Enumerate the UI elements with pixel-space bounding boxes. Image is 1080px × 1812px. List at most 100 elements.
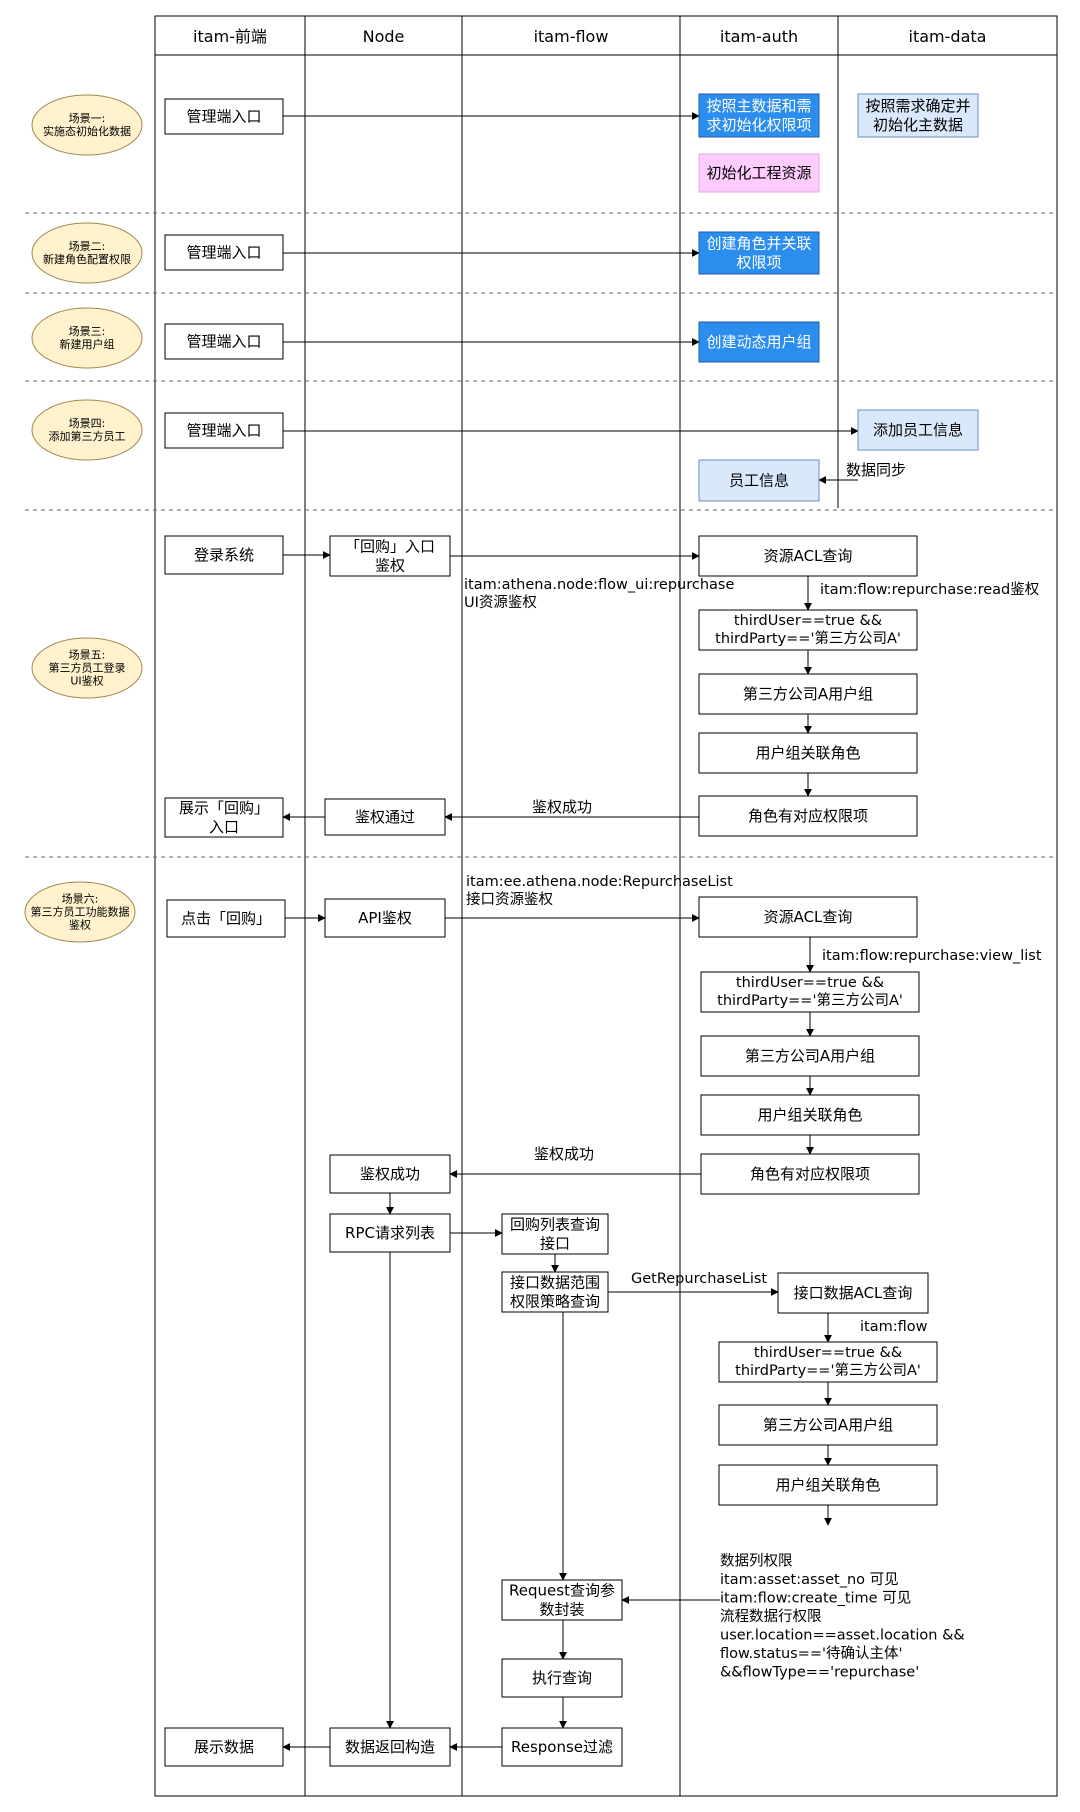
node-text: 第三方公司A用户组 (743, 685, 873, 703)
scene-label-text-line: 第三方员工功能数据 (31, 905, 130, 919)
scene-label-text-line: 场景三: (69, 324, 106, 338)
node-text-line: 资源ACL查询 (764, 908, 853, 926)
node-text: 回购列表查询接口 (510, 1216, 600, 1253)
node-text-line: Request查询参 (509, 1582, 615, 1600)
label-get-list-line: GetRepurchaseList (631, 1271, 767, 1287)
node-text: 管理端入口 (186, 244, 261, 262)
node-s4-emp: 员工信息 (698, 459, 820, 502)
node-s6-resp: Response过滤 (501, 1727, 623, 1767)
node-s6-acl: 资源ACL查询 (698, 896, 918, 938)
node-s5-cond: thirdUser==true &&thirdParty=='第三方公司A' (698, 609, 918, 651)
label-ui-res-line: UI资源鉴权 (464, 594, 537, 611)
scene-label: 场景二:新建角色配置权限 (31, 222, 143, 284)
node-text: 鉴权成功 (360, 1165, 420, 1183)
node-text: 管理端入口 (186, 333, 261, 351)
node-text-line: 求初始化权限项 (706, 116, 811, 134)
scene-label-text-line: 场景四: (69, 416, 106, 430)
node-s6-exec: 执行查询 (501, 1658, 623, 1698)
label-sync: 数据同步 (846, 461, 906, 479)
scene-label-text: 场景一:实施态初始化数据 (43, 111, 131, 138)
node-s5-perm: 角色有对应权限项 (698, 795, 918, 837)
node-s6-group2: 第三方公司A用户组 (718, 1404, 938, 1446)
node-s5-login: 登录系统 (164, 535, 284, 575)
node-text-line: thirdUser==true && (736, 975, 884, 991)
node-s6-rpc: RPC请求列表 (329, 1213, 451, 1253)
node-s6-dacl: 接口数据ACL查询 (777, 1272, 929, 1314)
node-text: 按照需求确定并初始化主数据 (865, 97, 970, 134)
node-text-line: 点击「回购」 (181, 910, 271, 928)
node-s2-entry: 管理端入口 (164, 234, 284, 271)
node-text: 角色有对应权限项 (750, 1165, 870, 1183)
node-text-line: 第三方公司A用户组 (743, 685, 873, 703)
scene-label-text-line: 新建角色配置权限 (43, 252, 131, 266)
node-s5-node: 「回购」入口鉴权 (329, 535, 451, 577)
node-text: 管理端入口 (186, 108, 261, 126)
node-text: 展示「回购」入口 (179, 799, 269, 836)
node-text: 用户组关联角色 (757, 1106, 862, 1124)
label-api-res-line: 接口资源鉴权 (466, 891, 553, 908)
node-text-line: 「回购」入口 (345, 538, 435, 556)
label-read-perm-line: itam:flow:repurchase:read鉴权 (820, 581, 1040, 598)
node-text-line: 鉴权成功 (360, 1165, 420, 1183)
node-text: 第三方公司A用户组 (763, 1416, 893, 1434)
node-text-line: 执行查询 (532, 1669, 592, 1687)
node-text-line: thirdParty=='第三方公司A' (717, 991, 903, 1009)
node-s6-cond2: thirdUser==true &&thirdParty=='第三方公司A' (718, 1341, 938, 1383)
node-text-line: 资源ACL查询 (764, 547, 853, 565)
node-text-line: 权限策略查询 (510, 1292, 600, 1310)
node-s1-auth: 按照主数据和需求初始化权限项 (698, 93, 820, 138)
node-text-line: 创建动态用户组 (706, 333, 811, 351)
node-s5-role: 用户组关联角色 (698, 732, 918, 774)
node-text-line: 管理端入口 (186, 422, 261, 440)
node-s3-entry: 管理端入口 (164, 323, 284, 360)
label-ok1: 鉴权成功 (532, 798, 592, 816)
node-text-line: 角色有对应权限项 (750, 1165, 870, 1183)
scene-label: 场景六:第三方员工功能数据鉴权 (24, 881, 136, 943)
node-s6-req: Request查询参数封装 (501, 1579, 623, 1621)
node-text: 创建角色并关联权限项 (706, 235, 811, 272)
scene-label: 场景三:新建用户组 (31, 307, 143, 369)
lane-header: itam-flow (534, 27, 609, 46)
label-get-list: GetRepurchaseList (631, 1271, 767, 1287)
node-s6-q: 回购列表查询接口 (501, 1213, 609, 1255)
node-text-line: 鉴权通过 (355, 808, 415, 826)
label-policy-line: 流程数据行权限 (720, 1608, 822, 1625)
scene-label-text: 场景六:第三方员工功能数据鉴权 (31, 892, 130, 932)
node-text: 初始化工程资源 (706, 164, 811, 182)
node-text: 登录系统 (194, 546, 254, 564)
scene-label-text-line: 添加第三方员工 (49, 429, 126, 443)
node-s5-pass: 鉴权通过 (324, 798, 446, 836)
scene-label-text-line: UI鉴权 (70, 675, 103, 688)
scene-label-text-line: 鉴权 (69, 919, 91, 932)
node-text-line: Response过滤 (511, 1738, 613, 1756)
node-s6-role: 用户组关联角色 (700, 1094, 920, 1136)
node-text: 点击「回购」 (181, 910, 271, 928)
node-text-line: thirdUser==true && (754, 1345, 902, 1361)
node-text-line: thirdUser==true && (734, 613, 882, 629)
node-text: 执行查询 (532, 1669, 592, 1687)
scene-label: 场景一:实施态初始化数据 (31, 94, 143, 156)
node-text-line: thirdParty=='第三方公司A' (715, 629, 901, 647)
node-text: 用户组关联角色 (755, 744, 860, 762)
node-text-line: RPC请求列表 (345, 1224, 435, 1242)
node-text-line: 用户组关联角色 (775, 1476, 880, 1494)
label-ok1-line: 鉴权成功 (532, 798, 592, 816)
node-s5-group: 第三方公司A用户组 (698, 673, 918, 715)
node-s6-click: 点击「回购」 (166, 899, 286, 938)
node-text: 接口数据ACL查询 (794, 1284, 913, 1302)
node-s1-data: 按照需求确定并初始化主数据 (857, 93, 979, 138)
node-text: 角色有对应权限项 (748, 807, 868, 825)
node-s1-entry: 管理端入口 (164, 98, 284, 135)
scene-label: 场景四:添加第三方员工 (31, 399, 143, 461)
node-text: 接口数据范围权限策略查询 (510, 1274, 600, 1311)
scene-label-text-line: 场景五: (69, 648, 106, 662)
node-s6-cond: thirdUser==true &&thirdParty=='第三方公司A' (700, 971, 920, 1013)
node-text-line: API鉴权 (358, 909, 412, 927)
lane-header: itam-data (909, 27, 987, 46)
node-text-line: 展示「回购」 (179, 799, 269, 817)
